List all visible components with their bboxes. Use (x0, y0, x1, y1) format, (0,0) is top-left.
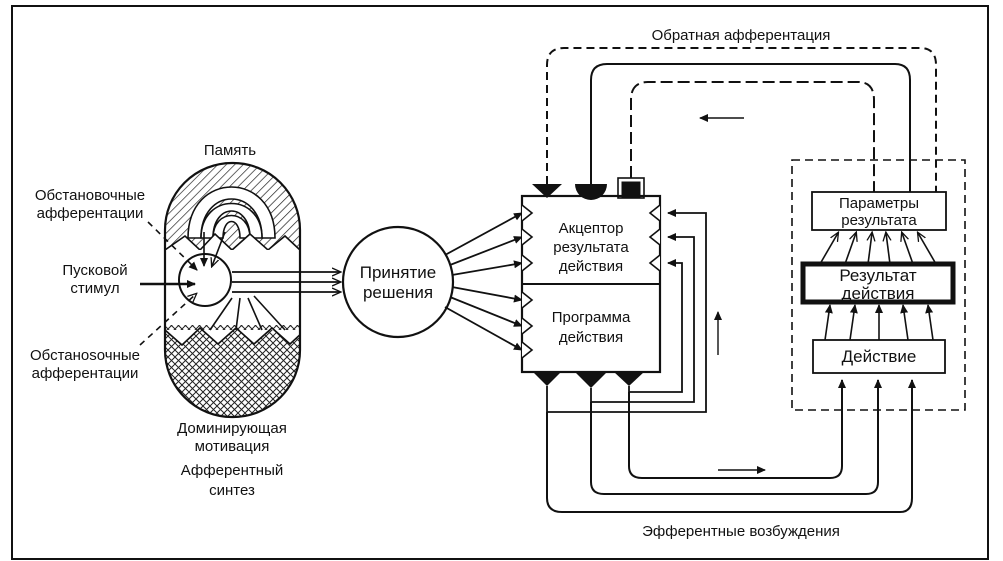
efferent-loops (546, 379, 916, 513)
synthesis-capsule (163, 161, 302, 419)
afferent-synthesis-line1: Афферентный (181, 462, 283, 479)
feedback-afferentation-label: Обратная афферентация (652, 27, 831, 44)
acceptor-line3: действия (559, 258, 623, 275)
receptor-triangle (532, 184, 562, 198)
acceptor-line2: результата (553, 239, 629, 256)
dominant-motivation-line2: мотивация (195, 438, 270, 455)
program-line2: действия (559, 329, 623, 346)
env-afferent-bottom-line2: афферентации (32, 365, 139, 382)
parameters-line1: Параметры (839, 195, 919, 212)
afferent-synthesis-block (163, 161, 340, 419)
env-afferent-top-line1: Обстановочные (35, 187, 145, 204)
result-line1: Результат (839, 266, 917, 285)
dominant-motivation-line1: Доминирующая (177, 420, 287, 437)
trigger-stimulus-line1: Пусковой (62, 262, 127, 279)
env-afferent-top-line2: афферентации (37, 205, 144, 222)
program-line1: Программа (552, 309, 631, 326)
outer-frame (11, 5, 989, 560)
decision-label-line2: решения (363, 283, 433, 302)
feedback-loops (546, 47, 937, 192)
acceptor-line1: Акцептор (559, 220, 624, 237)
afferent-synthesis-line2: синтез (209, 482, 255, 499)
decision-label-line1: Принятие (360, 263, 437, 282)
result-to-parameters-arrows (819, 233, 937, 265)
integration-circle (178, 253, 232, 307)
trigger-stimulus-line2: стимул (70, 280, 119, 297)
central-block: Акцептор результата действия Программа д… (520, 177, 662, 388)
result-line2: действия (842, 284, 915, 303)
receptor-semicircle (575, 184, 607, 200)
action-result-box (800, 261, 956, 305)
efferent-copy-loops (546, 209, 707, 413)
result-parameters-box (811, 191, 947, 231)
efferent-excitation-label: Эфферентные возбуждения (642, 523, 840, 540)
memory-label: Память (204, 142, 256, 159)
decision-circle (341, 225, 455, 339)
receptor-square (621, 181, 641, 199)
action-to-result-arrows (824, 304, 934, 341)
action-label: Действие (842, 347, 917, 366)
decision-to-box-arrows (444, 212, 523, 351)
env-afferent-bottom-line1: Обстаноsочные (30, 347, 140, 364)
parameters-line2: результата (841, 212, 917, 229)
